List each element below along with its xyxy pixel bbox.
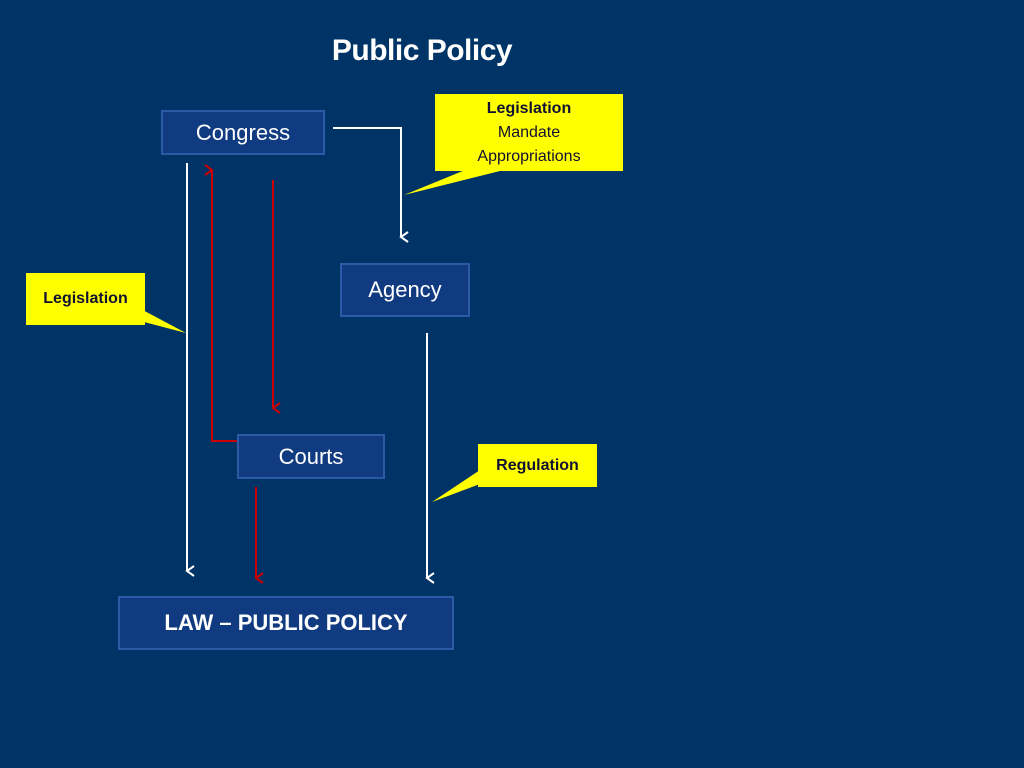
callout-legislation-mandate-appropriations: Legislation Mandate Appropriations (435, 94, 623, 171)
callout-regulation-pointer (432, 470, 480, 502)
callout-top-line3: Appropriations (477, 147, 581, 165)
callout-regulation-label: Regulation (496, 456, 579, 474)
agency-box: Agency (340, 263, 470, 317)
law-public-policy-box: LAW – PUBLIC POLICY (118, 596, 454, 650)
congress-label: Congress (195, 119, 291, 145)
law-public-policy-label: LAW – PUBLIC POLICY (164, 610, 408, 635)
callout-regulation: Regulation (478, 444, 597, 487)
callout-left-label: Legislation (43, 290, 128, 307)
congress-box: Congress (161, 110, 325, 155)
page-title: Public Policy (331, 34, 513, 67)
callout-top-pointer (404, 168, 512, 195)
agency-label: Agency (368, 277, 442, 302)
arrow-courts-to-congress (204, 164, 240, 442)
callout-legislation-left: Legislation (26, 273, 145, 325)
arrow-congress-to-agency (333, 127, 409, 243)
callout-top-line1: Legislation (486, 99, 572, 117)
callout-top-line2: Mandate (497, 123, 561, 141)
courts-box: Courts (237, 434, 385, 479)
courts-label: Courts (278, 443, 344, 469)
